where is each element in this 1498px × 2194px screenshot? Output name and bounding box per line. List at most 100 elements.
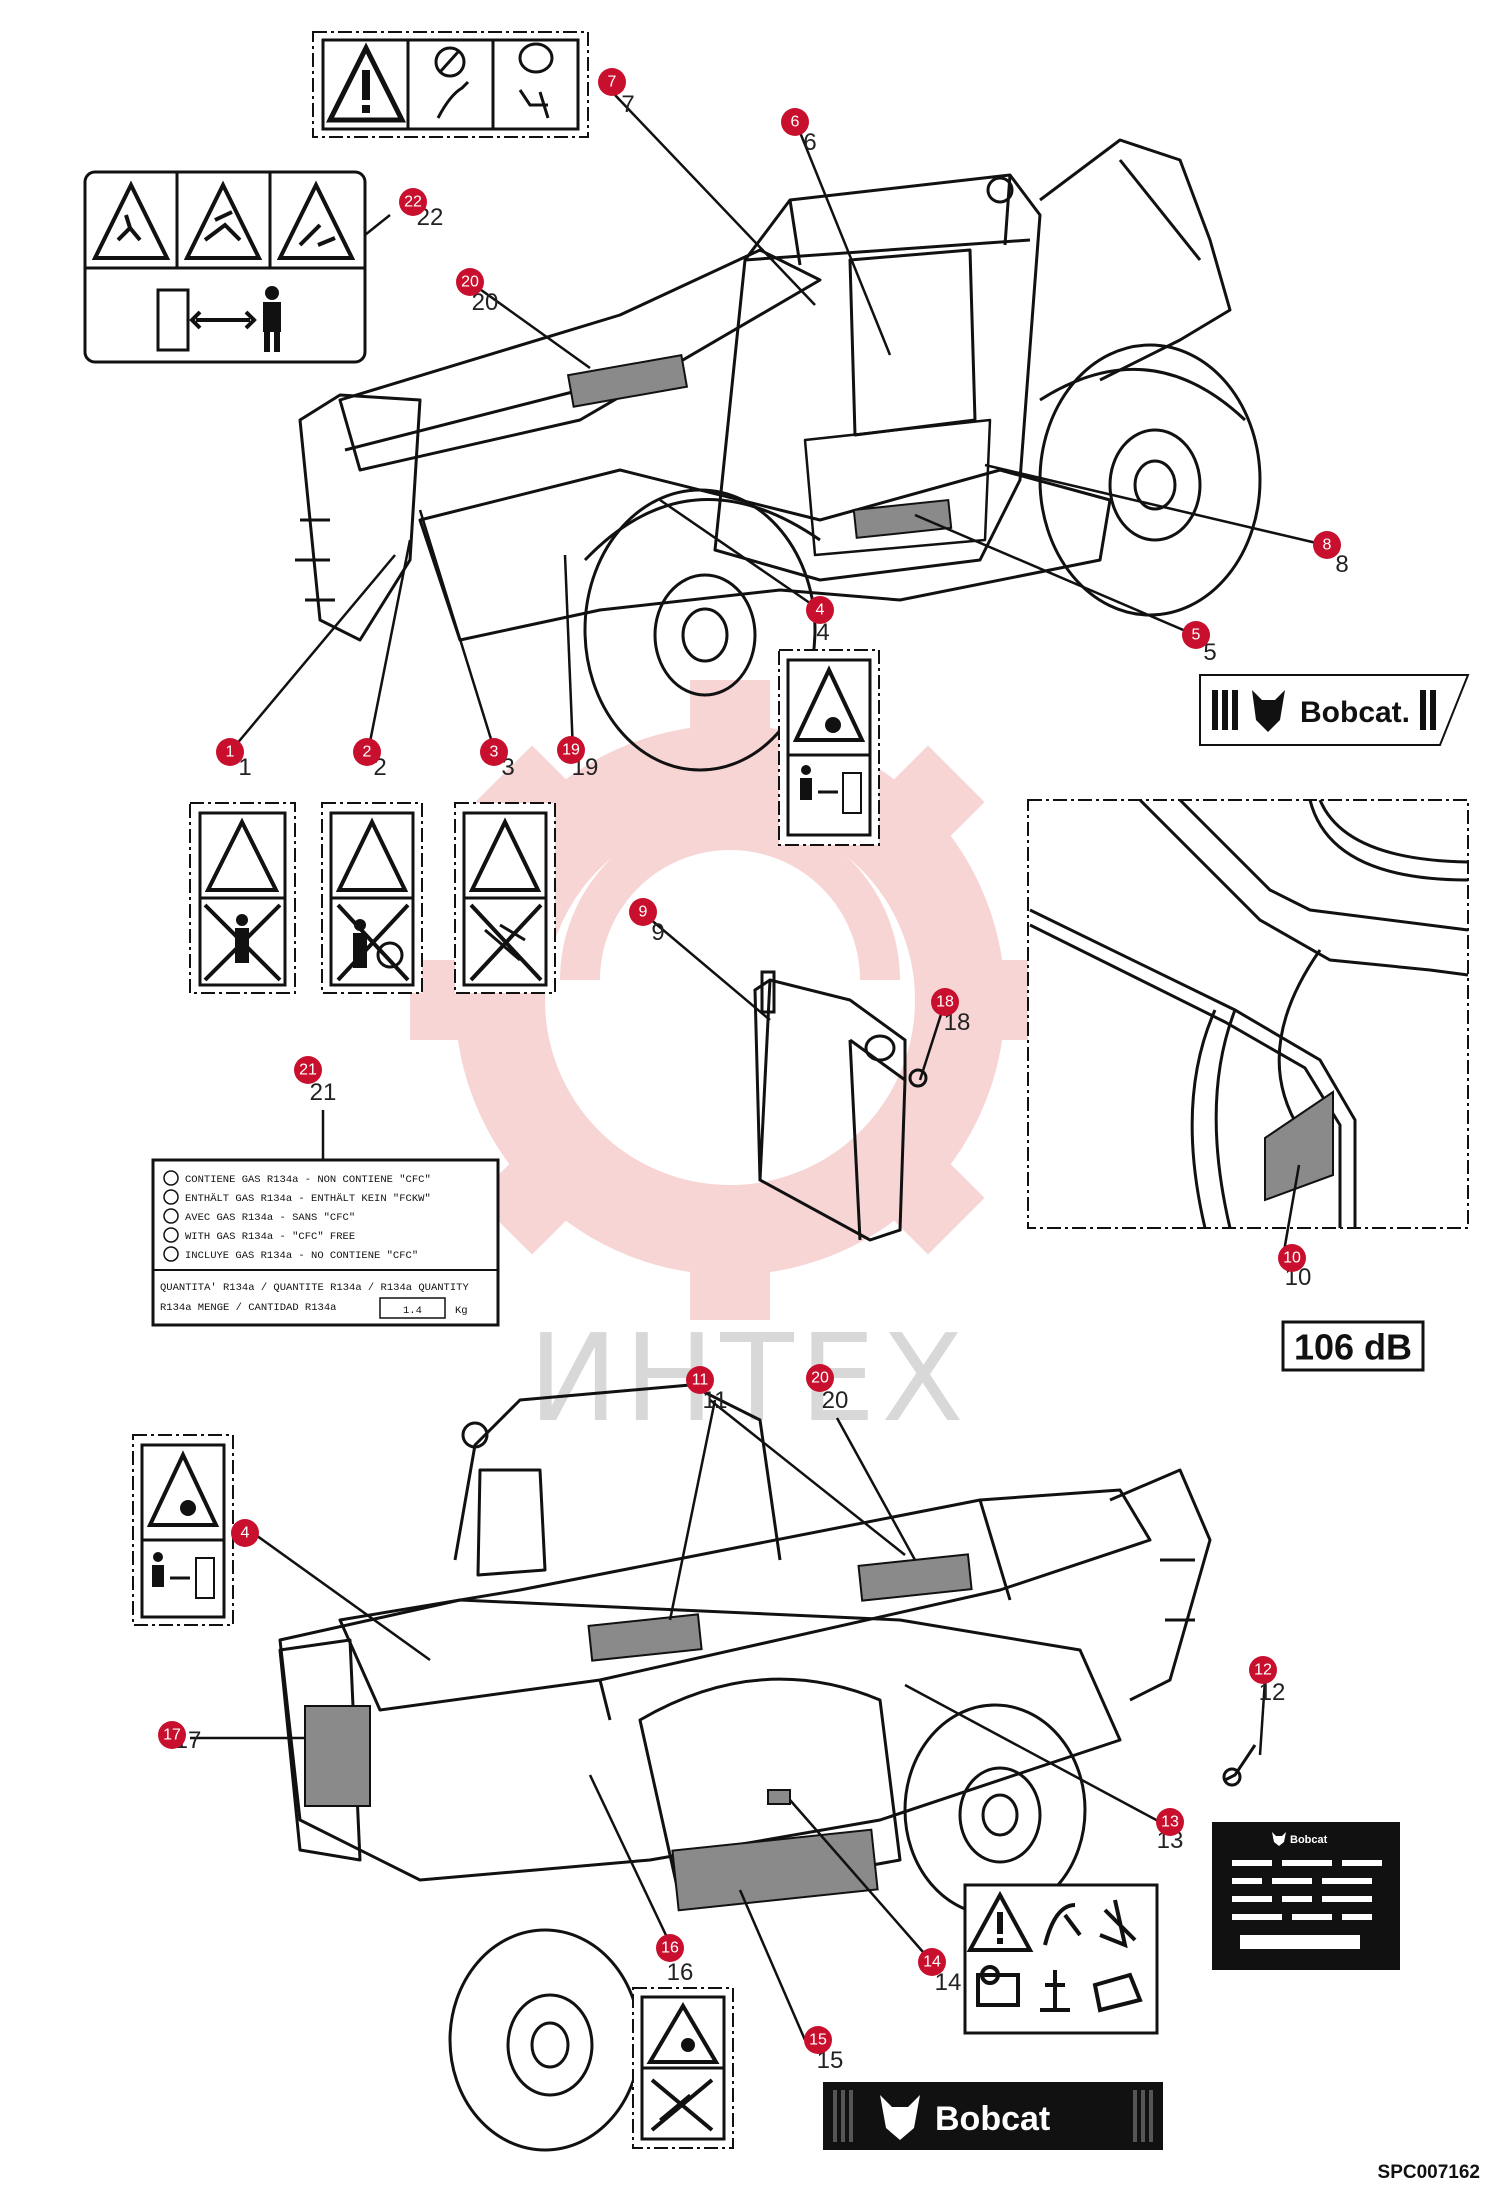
svg-text:17: 17	[163, 1727, 181, 1744]
callout-9: 99	[629, 898, 665, 946]
seatbelt-icon	[434, 46, 470, 119]
noise-level-decal: 106 dB	[1281, 1320, 1425, 1372]
id-plate-brand: Bobcat	[1290, 1834, 1328, 1846]
decal-4-bottom	[132, 1434, 234, 1626]
decal-1	[189, 802, 296, 994]
person-icon	[263, 286, 281, 352]
callout-5: 55	[1182, 621, 1217, 666]
decal-4-top	[778, 649, 880, 846]
decal-12-pin	[1222, 1744, 1257, 1787]
telehandler-bottom-view	[278, 1383, 1212, 2152]
svg-text:4: 4	[241, 1525, 250, 1542]
crush-triangle-icon	[792, 665, 866, 742]
svg-text:21: 21	[310, 1079, 337, 1106]
svg-text:18: 18	[936, 994, 954, 1011]
svg-text:6: 6	[791, 114, 800, 131]
svg-text:2: 2	[363, 744, 372, 761]
crush-hazard-icon	[183, 180, 263, 260]
svg-text:1: 1	[238, 754, 251, 781]
svg-text:4: 4	[816, 602, 825, 619]
decal-21-quantity-value: 1.4	[403, 1305, 422, 1317]
svg-text:22: 22	[404, 194, 422, 211]
svg-text:10: 10	[1283, 1250, 1301, 1267]
decal-16	[632, 1987, 734, 2149]
noise-level-text: 106 dB	[1294, 1327, 1412, 1368]
callout-6: 66	[781, 108, 817, 156]
telehandler-top-view	[295, 138, 1262, 772]
svg-text:13: 13	[1161, 1814, 1179, 1831]
decal-15-area	[671, 1828, 879, 1912]
watermark-text: ИНТЕХ	[528, 1310, 969, 1449]
decal-11-left	[587, 1613, 703, 1662]
svg-text:6: 6	[803, 129, 816, 156]
svg-text:5: 5	[1203, 639, 1216, 666]
svg-text:14: 14	[923, 1954, 941, 1971]
decal-14	[963, 1883, 1159, 2035]
svg-text:21: 21	[299, 1062, 317, 1079]
decal-5-area	[852, 498, 953, 539]
svg-text:8: 8	[1323, 537, 1332, 554]
callout-8: 88	[1313, 531, 1349, 578]
decal-21-line-3: AVEC GAS R134a - SANS "CFC"	[185, 1212, 355, 1224]
decal-14-area	[767, 1789, 791, 1805]
svg-text:12: 12	[1254, 1662, 1272, 1679]
callout-4-bottom: 4	[231, 1519, 259, 1547]
svg-text:7: 7	[608, 74, 617, 91]
operator-seat-icon	[518, 42, 554, 119]
decal-20-top-area	[566, 354, 689, 408]
fuel-tank-drawing	[753, 970, 928, 1242]
callout-1: 11	[216, 738, 252, 781]
bobcat-logo-icon	[1252, 690, 1285, 732]
bobcat-badge-top: Bobcat.	[1199, 674, 1470, 746]
decal-21-quantity-unit: Kg	[455, 1305, 468, 1317]
decal-21-quantity-label-2: R134a MENGE / CANTIDAD R134a	[160, 1302, 336, 1314]
keep-distance-icon	[156, 288, 190, 352]
bobcat-logo-icon	[880, 2095, 920, 2140]
callout-7: 77	[598, 68, 635, 118]
svg-text:20: 20	[822, 1387, 849, 1414]
callout-3: 33	[480, 738, 515, 781]
brand-label-top: Bobcat.	[1300, 696, 1410, 729]
person-distance-icon	[800, 765, 812, 800]
brand-label-bottom: Bobcat	[935, 2100, 1050, 2138]
svg-text:20: 20	[461, 274, 479, 291]
drawing-code: SPC007162	[1378, 2162, 1480, 2183]
svg-text:9: 9	[639, 904, 648, 921]
detail-view-panel	[1027, 798, 1469, 1229]
decal-21-line-4: WITH GAS R134a - "CFC" FREE	[185, 1231, 355, 1243]
svg-text:16: 16	[667, 1959, 694, 1986]
svg-text:7: 7	[621, 91, 634, 118]
decal-21-line-2: ENTHÄLT GAS R134a - ENTHÄLT KEIN "FCKW"	[185, 1192, 431, 1205]
svg-text:3: 3	[490, 744, 499, 761]
svg-text:4: 4	[816, 619, 829, 646]
tipover-hazard-icon	[276, 180, 356, 260]
fall-hazard-icon	[91, 180, 171, 260]
decal-21-line-1: CONTIENE GAS R134a - NON CONTIENE "CFC"	[185, 1174, 431, 1186]
decal-19	[454, 802, 556, 994]
svg-text:19: 19	[562, 742, 580, 759]
decal-17	[304, 1705, 371, 1807]
callout-2: 22	[353, 738, 387, 781]
decal-7	[312, 31, 589, 138]
decal-2	[321, 802, 423, 994]
svg-text:15: 15	[809, 2032, 827, 2049]
bobcat-badge-bottom: Bobcat	[823, 2082, 1163, 2150]
decal-21-quantity-label: QUANTITA' R134a / QUANTITE R134a / R134a…	[160, 1282, 469, 1294]
callout-4-top: 44	[806, 596, 834, 646]
decal-20-bottom	[857, 1553, 973, 1602]
svg-text:1: 1	[226, 744, 235, 761]
svg-text:8: 8	[1335, 551, 1348, 578]
warning-triangle-icon	[325, 42, 407, 123]
svg-text:5: 5	[1192, 627, 1201, 644]
